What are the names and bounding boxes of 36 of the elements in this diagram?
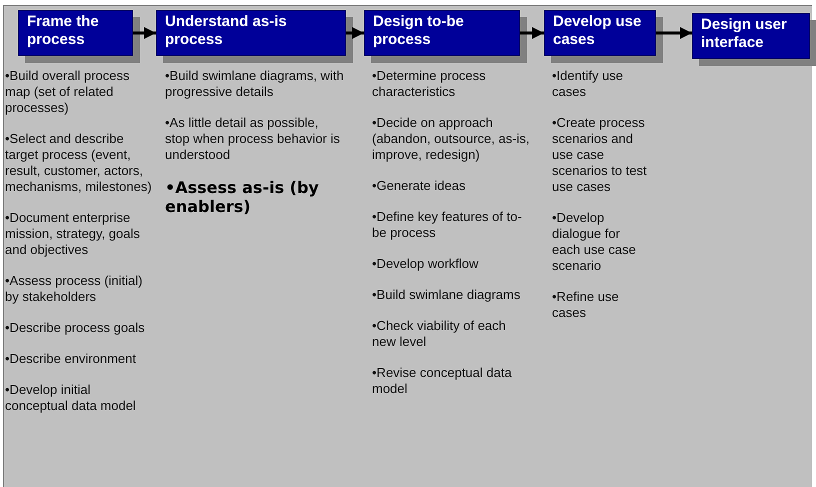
arrow	[520, 27, 544, 39]
bullet-text: •Create process scenarios and use case scenarios to test use cases	[552, 115, 647, 195]
process-step-box	[364, 10, 520, 56]
bullet-text: •Describe environment	[5, 351, 137, 367]
process-step-box	[544, 10, 656, 56]
step-title: Design to-be process	[373, 13, 465, 49]
bullet-text: •Identify use cases	[552, 68, 624, 100]
process-step-box	[18, 10, 133, 56]
bullet-text: •Revise conceptual data model	[372, 365, 513, 397]
bullet-text: •Develop dialogue for each use case scenario	[552, 210, 637, 274]
bullet-text: •Select and describe target process (event, result, customer, actors, mechanisms, milestones)	[5, 131, 153, 195]
process-step-box	[156, 10, 346, 56]
bullet-text: •As little detail as possible, stop when process behavior is understood	[165, 115, 341, 163]
bullet-text: •Decide on approach (abandon, outsource, as-is, improve, redesign)	[372, 115, 531, 163]
step-title: Design user interface	[701, 16, 788, 52]
bullet-text: •Refine use cases	[552, 289, 620, 321]
bullet-text: •Develop initial conceptual data model	[5, 382, 137, 414]
arrow	[656, 27, 692, 39]
bullet-text: •Assess as-is (by enablers)	[165, 178, 320, 216]
bullet-text: •Determine process characteristics	[372, 68, 487, 100]
process-step-box	[692, 13, 810, 59]
bullet-text: •Define key features of to-be process	[372, 209, 523, 241]
bullet-text: •Generate ideas	[372, 178, 466, 194]
bullet-text: •Build overall process map (set of related processes)	[5, 68, 130, 116]
bullet-text: •Assess process (initial) by stakeholders	[5, 273, 144, 305]
bullet-text: •Check viability of each new level	[372, 318, 507, 350]
bullet-text: •Develop workflow	[372, 256, 480, 272]
bullet-text: •Build swimlane diagrams, with progressive details	[165, 68, 345, 100]
bullet-text: •Document enterprise mission, strategy, goals and objectives	[5, 210, 141, 258]
bullet-text: •Describe process goals	[5, 320, 146, 336]
bullet-text: •Build swimlane diagrams	[372, 287, 522, 303]
step-title: Develop use cases	[553, 13, 642, 49]
arrow	[346, 27, 364, 39]
arrow	[133, 27, 156, 39]
step-title: Understand as-is process	[165, 13, 288, 49]
step-title: Frame the process	[27, 13, 100, 49]
